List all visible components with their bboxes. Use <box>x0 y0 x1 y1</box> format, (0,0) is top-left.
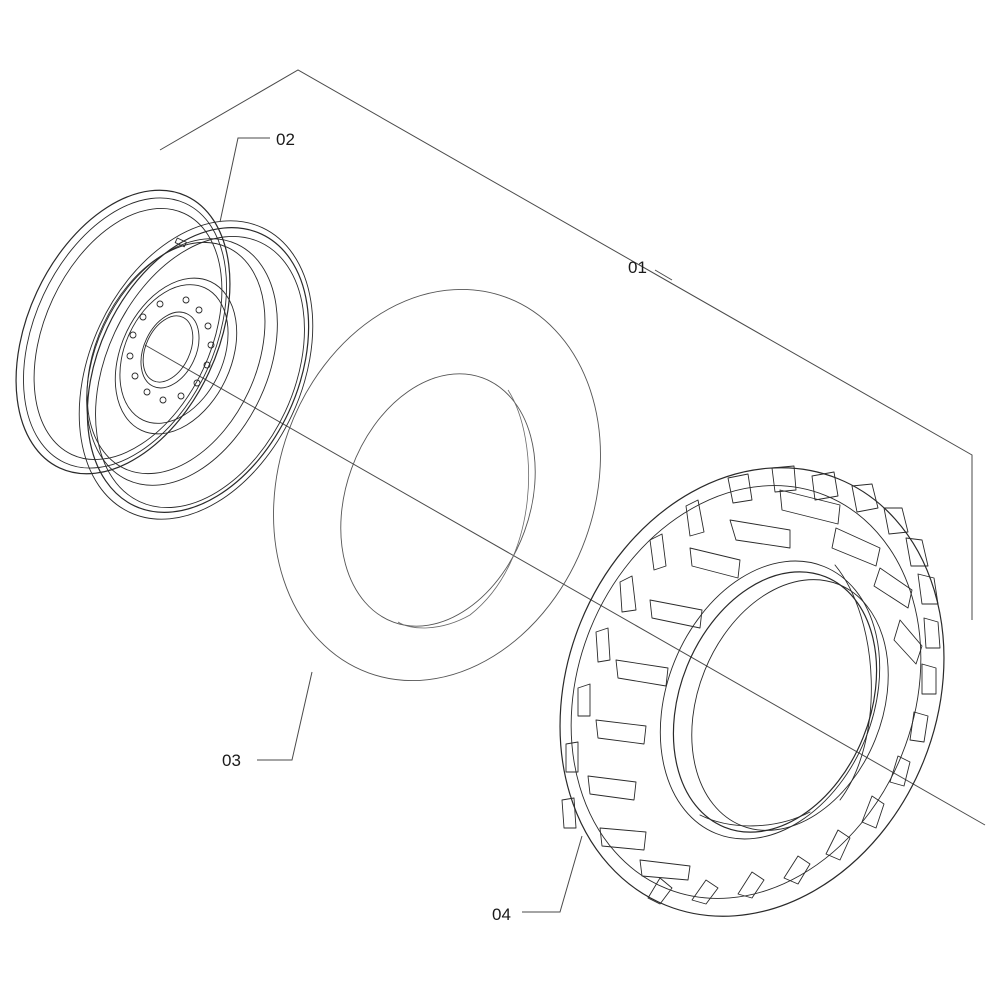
tyre-tread-lugs <box>561 465 941 905</box>
rim-drawing <box>15 189 314 520</box>
callout-rim-label: 02 <box>276 130 295 149</box>
callout-tube-label: 03 <box>222 751 241 770</box>
tyre-drawing <box>559 465 945 917</box>
tyre-leader-line <box>522 835 583 913</box>
rim-bolt-holes <box>126 296 215 404</box>
tube-drawing <box>273 288 601 682</box>
assembly-bracket <box>159 69 973 620</box>
callout-assembly-label: 01 <box>628 258 647 277</box>
callout-tyre-label: 04 <box>492 905 511 924</box>
tube-leader-line <box>257 671 313 761</box>
assembly-axis-line <box>144 344 986 826</box>
rim-leader-line <box>219 137 270 223</box>
